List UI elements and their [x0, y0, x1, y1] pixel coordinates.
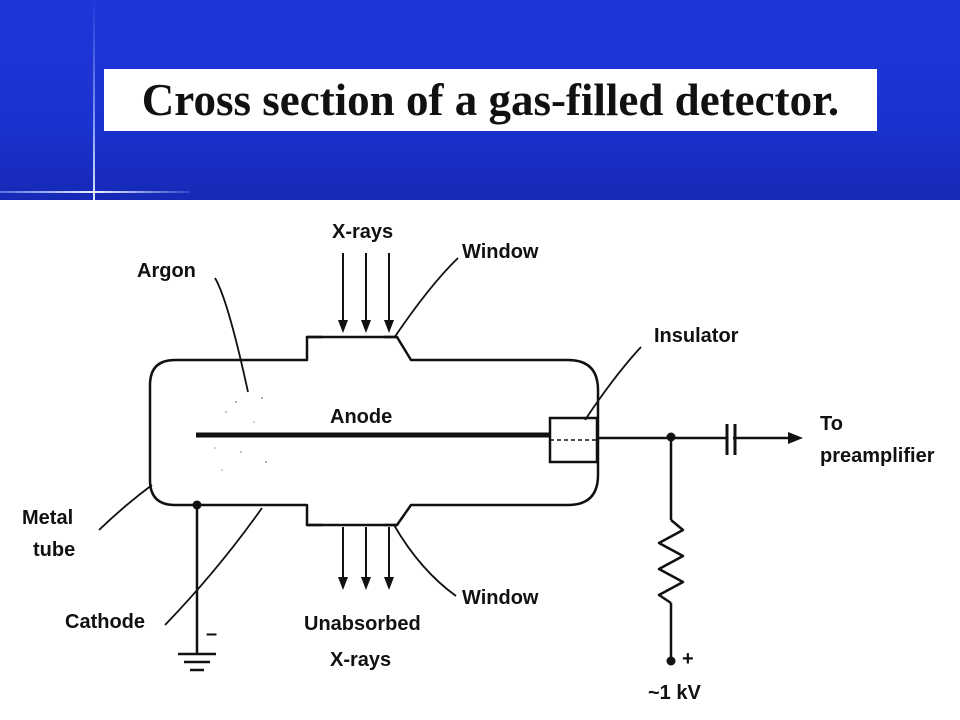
resistor-icon — [657, 519, 685, 605]
anode-label: Anode — [330, 406, 392, 428]
slide-title: Cross section of a gas-filled detector. — [141, 75, 840, 125]
xrays-out-label: X-rays — [330, 649, 391, 671]
minus-sign: – — [206, 623, 217, 645]
window-top-label: Window — [462, 241, 539, 263]
title-box: Cross section of a gas-filled detector. — [104, 69, 877, 131]
window-bottom-label: Window — [462, 587, 539, 609]
hv-terminal — [666, 656, 676, 666]
detector-tube-outline — [148, 335, 600, 527]
cathode-label: Cathode — [65, 611, 145, 633]
ground-icon — [178, 505, 216, 672]
detector-diagram: X-rays Window Argon Insulator Anode To p… — [22, 221, 935, 704]
insulator-label: Insulator — [654, 325, 739, 347]
to-label: To — [820, 413, 843, 435]
capacitor-icon — [725, 424, 737, 455]
plus-sign: + — [682, 648, 694, 670]
title-banner: Cross section of a gas-filled detector. — [0, 0, 960, 200]
leader-lines — [98, 257, 642, 626]
unabsorbed-xray-arrows — [342, 527, 390, 578]
tube-label: tube — [33, 539, 75, 561]
metal-label: Metal — [22, 507, 73, 529]
xrays-in-label: X-rays — [332, 221, 393, 243]
argon-label: Argon — [137, 260, 196, 282]
voltage-label: ~1 kV — [648, 682, 701, 704]
argon-gas-dots — [214, 397, 267, 471]
unabsorbed-label: Unabsorbed — [304, 613, 421, 635]
preamplifier-label: preamplifier — [820, 445, 935, 467]
decorative-vertical-line — [93, 0, 95, 200]
arrow-icon — [788, 432, 803, 444]
incoming-xray-arrows — [342, 253, 390, 323]
decorative-horizontal-line — [0, 191, 190, 193]
